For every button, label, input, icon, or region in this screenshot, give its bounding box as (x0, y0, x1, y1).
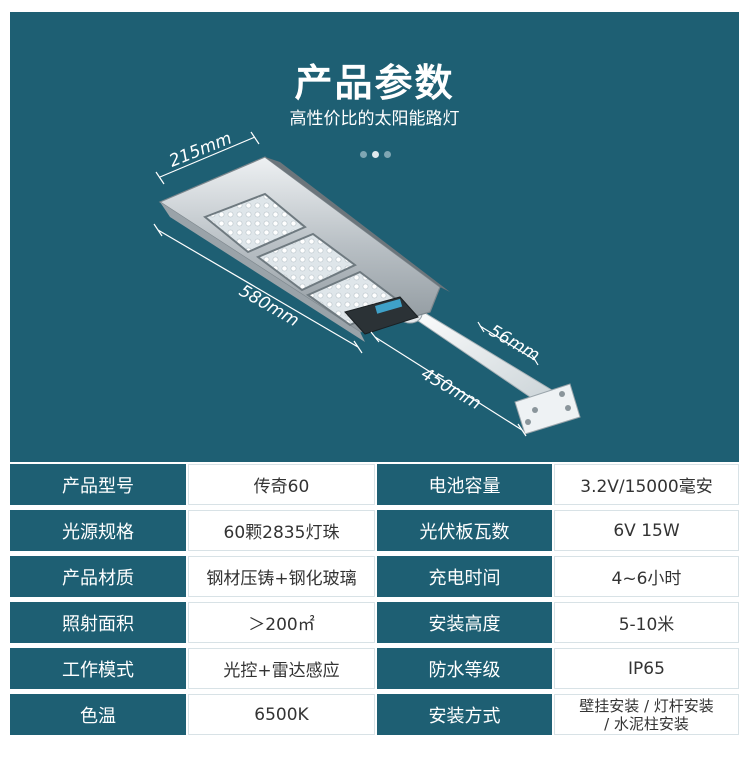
spec-value: 3.2V/15000毫安 (554, 464, 739, 505)
spec-value: 传奇60 (188, 464, 375, 505)
spec-label: 照射面积 (10, 602, 186, 643)
spec-label: 色温 (10, 694, 186, 735)
spec-label: 防水等级 (377, 648, 552, 689)
spec-value: IP65 (554, 648, 739, 689)
spec-value: 4~6小时 (554, 556, 739, 597)
spec-label: 光源规格 (10, 510, 186, 551)
spec-value: 6V 15W (554, 510, 739, 551)
page-title: 产品参数 (294, 61, 455, 105)
lamp-body (158, 156, 450, 342)
pagination-dot-active[interactable] (372, 151, 379, 158)
table-row: 照射面积 ＞200㎡ 安装高度 5-10米 (10, 600, 739, 645)
spec-value-multiline: 壁挂安装 / 灯杆安装 / 水泥柱安装 (554, 694, 739, 735)
spec-table: 产品型号 传奇60 电池容量 3.2V/15000毫安 光源规格 60颗2835… (10, 462, 739, 740)
mounting-bracket (514, 383, 581, 435)
spec-label: 工作模式 (10, 648, 186, 689)
spec-label: 安装方式 (377, 694, 552, 735)
spec-value: 60颗2835灯珠 (188, 510, 375, 551)
pagination-dot[interactable] (384, 151, 391, 158)
table-row: 产品型号 传奇60 电池容量 3.2V/15000毫安 (10, 462, 739, 507)
pagination-dot[interactable] (360, 151, 367, 158)
spec-value: ＞200㎡ (188, 602, 375, 643)
spec-label: 安装高度 (377, 602, 552, 643)
spec-value: 6500K (188, 694, 375, 735)
spec-label: 光伏板瓦数 (377, 510, 552, 551)
arm-length-label: 450mm (418, 364, 485, 414)
spec-label: 充电时间 (377, 556, 552, 597)
spec-value-line: 壁挂安装 / 灯杆安装 (579, 696, 714, 715)
street-light-illustration: 215mm 580mm 56mm 450mm (153, 129, 581, 437)
spec-label: 电池容量 (377, 464, 552, 505)
table-row: 产品材质 钢材压铸+钢化玻璃 充电时间 4~6小时 (10, 554, 739, 599)
dimension-lines (153, 131, 539, 437)
pagination-dots (360, 151, 400, 161)
spec-label: 产品材质 (10, 556, 186, 597)
spec-value: 光控+雷达感应 (188, 648, 375, 689)
table-row: 工作模式 光控+雷达感应 防水等级 IP65 (10, 646, 739, 691)
spec-label: 产品型号 (10, 464, 186, 505)
spec-value: 5-10米 (554, 602, 739, 643)
table-row: 色温 6500K 安装方式 壁挂安装 / 灯杆安装 / 水泥柱安装 (10, 692, 739, 737)
table-row: 光源规格 60颗2835灯珠 光伏板瓦数 6V 15W (10, 508, 739, 553)
spec-value: 钢材压铸+钢化玻璃 (188, 556, 375, 597)
spec-value-line: / 水泥柱安装 (604, 714, 689, 733)
product-hero: 产品参数 高性价比的太阳能路灯 (10, 12, 739, 462)
page-subtitle: 高性价比的太阳能路灯 (289, 109, 460, 129)
width-dimension-label: 215mm (166, 129, 234, 172)
